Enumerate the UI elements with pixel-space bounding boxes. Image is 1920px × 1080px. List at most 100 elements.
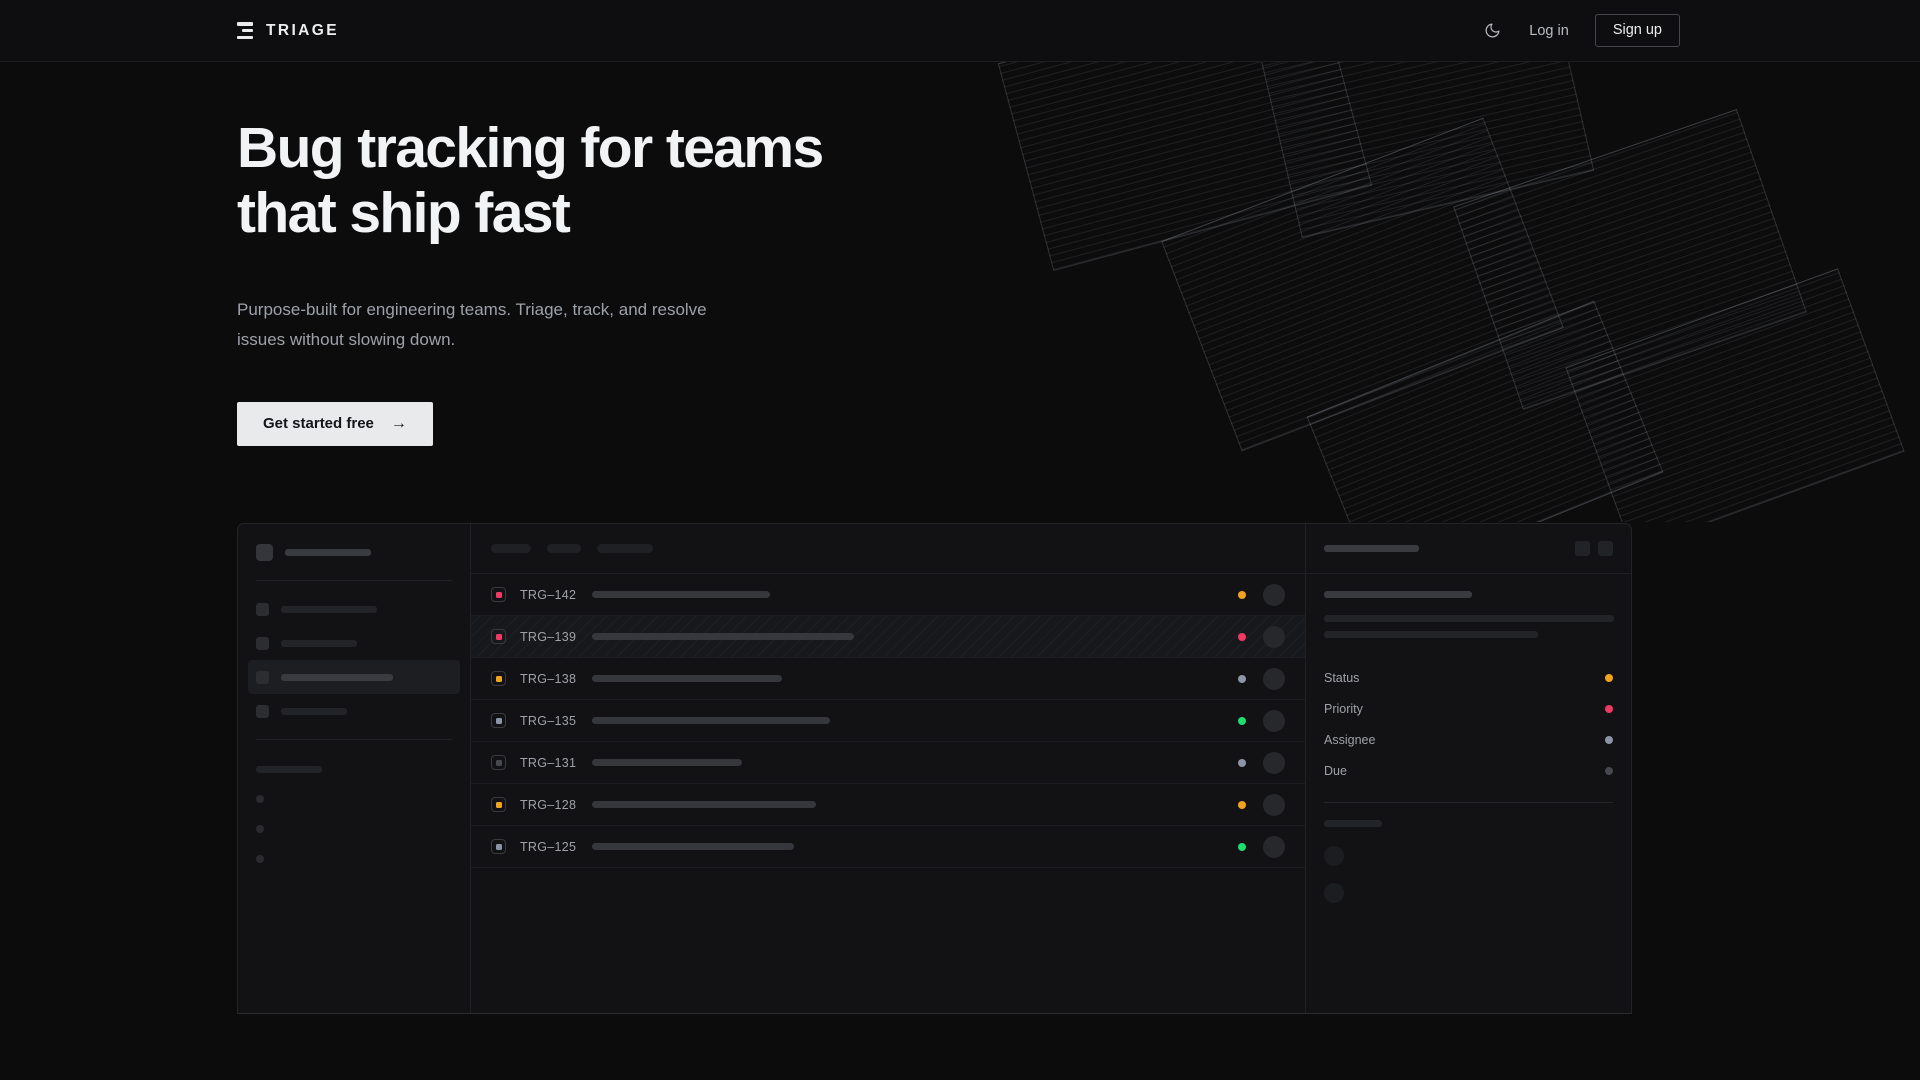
detail-header-actions [1575,541,1613,556]
detail-text-line-1 [1324,615,1614,622]
get-started-button[interactable]: Get started free → [237,401,433,446]
theme-toggle-button[interactable] [1481,20,1503,42]
field-label: Status [1324,670,1360,685]
nav-item-icon [256,704,269,718]
sidebar-sub-item-1[interactable] [256,784,452,814]
section-label-placeholder [256,765,322,773]
field-value-dot [1605,735,1613,744]
issue-title-placeholder [592,591,770,598]
nav-item-label-placeholder [281,605,377,613]
login-link[interactable]: Log in [1529,22,1569,39]
row-meta [1238,751,1285,774]
issue-id: TRG–142 [520,587,577,602]
detail-field-priority[interactable]: Priority [1324,693,1613,724]
row-meta [1238,625,1285,648]
hero-subheading: Purpose-built for engineering teams. Tri… [237,300,707,349]
priority-icon [491,755,506,770]
sidebar-item-3-active[interactable] [248,660,460,694]
page-title: Bug tracking for teams that ship fast [237,116,937,245]
bullet-icon [256,825,264,833]
nav-item-label-placeholder [281,673,393,681]
decor-shape [1453,109,1807,410]
issue-title-placeholder [592,675,782,682]
table-row[interactable]: TRG–128 [471,784,1305,826]
status-badge [1238,674,1246,683]
hero-section: Bug tracking for teams that ship fast Pu… [237,116,1137,446]
detail-field-due[interactable]: Due [1324,755,1613,786]
field-value-dot [1605,673,1613,682]
cta-label: Get started free [263,415,374,433]
detail-divider [1324,802,1613,803]
workspace-name-placeholder [285,548,371,556]
avatar [1263,793,1285,816]
priority-icon [491,587,506,602]
table-row[interactable]: TRG–142 [471,574,1305,616]
signup-button[interactable]: Sign up [1594,13,1680,48]
activity-label-placeholder [1324,820,1382,827]
toolbar-control-1[interactable] [491,544,531,553]
table-row[interactable]: TRG–131 [471,742,1305,784]
header-nav: Log in Sign up [1481,13,1680,48]
status-badge [1238,716,1246,725]
issue-list-toolbar [471,524,1305,574]
table-row[interactable]: TRG–138 [471,658,1305,700]
brand-logo[interactable]: TRIAGE [237,22,339,40]
nav-item-icon [256,636,269,650]
row-meta [1238,583,1285,606]
issue-title-placeholder [592,633,854,640]
bullet-icon [256,795,264,803]
moon-icon [1485,23,1500,38]
detail-title-placeholder [1324,545,1419,552]
row-meta [1238,793,1285,816]
issue-id: TRG–135 [520,713,577,728]
toolbar-control-2[interactable] [547,544,581,553]
sidebar-item-4[interactable] [248,694,460,728]
table-row[interactable]: TRG–125 [471,826,1305,868]
nav-item-label-placeholder [281,639,357,647]
detail-field-status[interactable]: Status [1324,662,1613,693]
sidebar-workspace-item[interactable] [238,524,470,580]
avatar [1263,751,1285,774]
workspace-avatar-icon [256,543,273,561]
avatar [1263,835,1285,858]
issue-title-placeholder [592,717,830,724]
mockup-sidebar [238,524,471,1013]
status-badge [1238,632,1246,641]
site-header: TRIAGE Log in Sign up [0,0,1920,62]
avatar [1263,667,1285,690]
decor-shape [1255,62,1595,239]
priority-icon [491,797,506,812]
issue-id: TRG–139 [520,629,577,644]
issue-title-placeholder [592,843,794,850]
sidebar-sub-item-2[interactable] [256,814,452,844]
status-badge [1238,590,1246,599]
nav-item-icon [256,670,269,684]
sidebar-item-1[interactable] [248,592,460,626]
sidebar-section [238,740,470,874]
row-meta [1238,709,1285,732]
field-label: Assignee [1324,732,1376,747]
avatar [1324,882,1344,903]
detail-action-icon-2[interactable] [1598,541,1613,556]
activity-row [1324,837,1613,874]
status-badge [1238,842,1246,851]
hero-heading-line-1: Bug tracking for teams [237,116,824,180]
table-row[interactable]: TRG–139 [471,616,1305,658]
decor-shape [1161,117,1564,452]
avatar [1324,845,1344,866]
sidebar-item-2[interactable] [248,626,460,660]
sidebar-divider [256,580,452,581]
table-row[interactable]: TRG–135 [471,700,1305,742]
detail-text-line-2 [1324,631,1538,638]
toolbar-control-3[interactable] [597,544,653,553]
detail-field-assignee[interactable]: Assignee [1324,724,1613,755]
detail-action-icon-1[interactable] [1575,541,1590,556]
sidebar-sub-item-3[interactable] [256,844,452,874]
priority-icon [491,713,506,728]
field-value-dot [1605,704,1613,713]
